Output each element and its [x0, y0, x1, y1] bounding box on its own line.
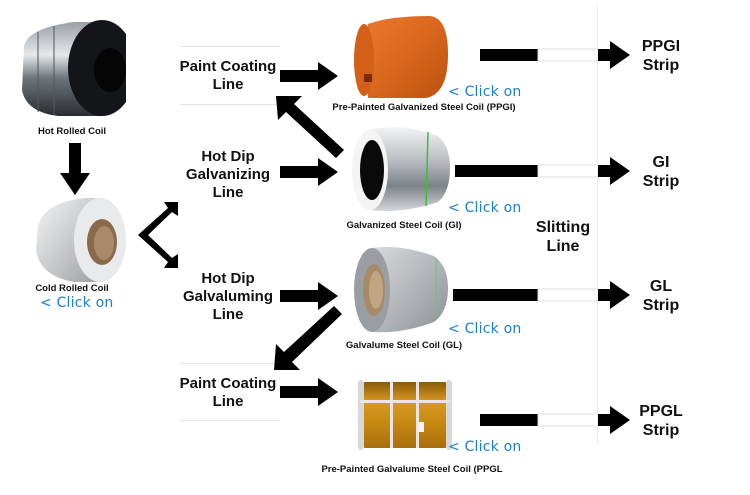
strip-label-gi: GI Strip	[642, 154, 680, 190]
process-label-hot-dip-galvanizing: Hot Dip Galvanizing Line	[185, 148, 271, 201]
arrow-galvaluming-to-gl	[280, 282, 338, 310]
process-label-paint-coating-2: Paint Coating Line	[179, 375, 277, 410]
ppgl-click-link[interactable]: < Click on	[448, 439, 522, 455]
gi-caption: Galvanized Steel Coil (GI)	[346, 220, 462, 231]
gl-click-link[interactable]: < Click on	[448, 321, 522, 337]
ppgl-coil-image	[358, 380, 452, 450]
arrow-gl-to-paint-coating	[274, 306, 342, 370]
hot-rolled-coil-caption: Hot Rolled Coil	[37, 126, 107, 137]
strip-label-gl: GL Strip	[642, 278, 680, 314]
divider-line	[180, 363, 280, 364]
slitting-arrow-gl	[453, 281, 630, 309]
ppgi-coil-image	[354, 16, 448, 98]
arrow-gi-to-paint-coating	[276, 96, 344, 158]
strip-label-ppgi: PPGI Strip	[641, 38, 681, 74]
gl-coil-image	[354, 247, 448, 333]
slitting-arrow-gi	[455, 157, 630, 185]
strip-label-ppgl: PPGL Strip	[639, 403, 683, 439]
branch-arrow	[138, 202, 178, 268]
hot-rolled-coil-image	[22, 20, 126, 116]
divider-line	[180, 46, 280, 47]
divider-line	[180, 420, 280, 421]
divider-line	[180, 104, 280, 105]
cold-rolled-coil-image	[36, 198, 126, 282]
slitting-divider-line	[597, 5, 598, 445]
slitting-arrow-ppgl	[480, 406, 630, 434]
arrow-galvanizing-to-gi	[280, 158, 338, 186]
arrow-down-to-cold-rolled	[60, 143, 90, 195]
cold-rolled-click-link[interactable]: < Click on	[40, 295, 114, 311]
arrow-paint-coating-to-ppgi	[280, 62, 338, 90]
gi-click-link[interactable]: < Click on	[448, 200, 522, 216]
cold-rolled-coil-caption: Cold Rolled Coil	[35, 283, 109, 294]
ppgl-caption: Pre-Painted Galvalume Steel Coil (PPGL	[321, 464, 503, 475]
arrow-paint-coating-to-ppgl	[280, 378, 338, 406]
ppgi-click-link[interactable]: < Click on	[448, 84, 522, 100]
gi-coil-image	[352, 127, 450, 211]
slitting-arrow-ppgi	[480, 41, 630, 69]
slitting-line-label: Slitting Line	[535, 219, 591, 255]
process-label-hot-dip-galvaluming: Hot Dip Galvaluming Line	[182, 270, 274, 323]
gl-caption: Galvalume Steel Coil (GL)	[345, 340, 463, 351]
ppgi-caption: Pre-Painted Galvanized Steel Coil (PPGI)	[332, 102, 516, 113]
process-label-paint-coating-1: Paint Coating Line	[179, 58, 277, 93]
